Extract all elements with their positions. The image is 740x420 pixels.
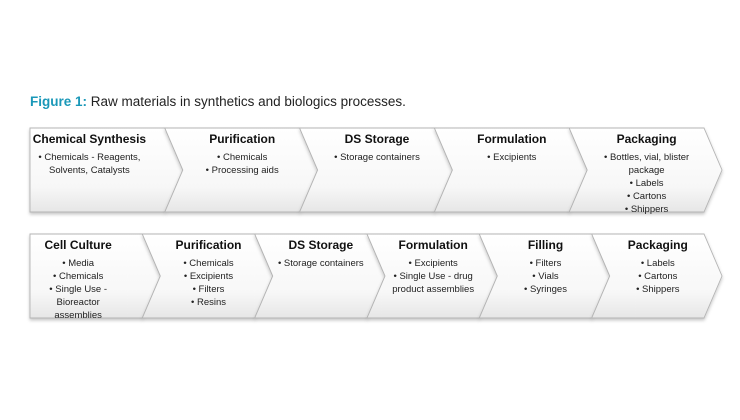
- process-stage: PurificationChemicalsExcipientsFiltersRe…: [162, 234, 254, 309]
- stage-item: Shippers: [612, 283, 704, 296]
- figure-caption-text: Raw materials in synthetics and biologic…: [90, 94, 406, 109]
- process-stage: FillingFiltersVialsSyringes: [499, 234, 591, 296]
- stage-item: Single Use - drug product assemblies: [387, 270, 479, 296]
- chevron-strip: [29, 127, 723, 213]
- process-stage: PackagingBottles, vial, blister packageL…: [589, 128, 704, 216]
- stage-item: Vials: [499, 270, 591, 283]
- figure-label: Figure 1:: [30, 94, 88, 109]
- stage-item: Resins: [162, 296, 254, 309]
- biologics-process-row: Cell CultureMediaChemicalsSingle Use - B…: [29, 233, 723, 321]
- stage-item: Chemicals: [162, 257, 254, 270]
- process-stage: PackagingLabelsCartonsShippers: [612, 234, 704, 296]
- stage-item-list: Excipients: [454, 151, 569, 164]
- process-stage: FormulationExcipients: [454, 128, 569, 164]
- stage-item: Processing aids: [185, 164, 300, 177]
- stage-item-list: Chemicals - Reagents, Solvents, Catalyst…: [32, 151, 147, 177]
- stage-item-list: LabelsCartonsShippers: [612, 257, 704, 296]
- process-stage: DS StorageStorage containers: [275, 234, 367, 270]
- stage-title: Formulation: [398, 238, 468, 252]
- stage-item-list: Storage containers: [275, 257, 367, 270]
- stage-item-list: ChemicalsExcipientsFiltersResins: [162, 257, 254, 309]
- stage-title: Packaging: [616, 132, 677, 146]
- process-stage: DS StorageStorage containers: [320, 128, 435, 164]
- stage-item-list: ChemicalsProcessing aids: [185, 151, 300, 177]
- stage-item: Cartons: [589, 190, 704, 203]
- stage-title: Cell Culture: [44, 238, 112, 252]
- process-stage: PurificationChemicalsProcessing aids: [185, 128, 300, 177]
- stage-title: Chemical Synthesis: [32, 132, 147, 146]
- stage-item: Media: [32, 257, 124, 270]
- stage-item: Shippers: [589, 203, 704, 216]
- stage-title: Formulation: [477, 132, 547, 146]
- stage-item: Chemicals: [32, 270, 124, 283]
- stage-item: Filters: [162, 283, 254, 296]
- stage-item: Filters: [499, 257, 591, 270]
- figure-caption: Figure 1: Raw materials in synthetics an…: [30, 94, 406, 109]
- stage-item: Excipients: [454, 151, 569, 164]
- stage-title: DS Storage: [344, 132, 410, 146]
- stage-title: Purification: [175, 238, 242, 252]
- stage-item-list: Storage containers: [320, 151, 435, 164]
- stage-title: DS Storage: [288, 238, 354, 252]
- process-stage: FormulationExcipientsSingle Use - drug p…: [387, 234, 479, 296]
- stage-item-list: MediaChemicalsSingle Use - Bioreactor as…: [32, 257, 124, 322]
- stage-title: Filling: [527, 238, 564, 252]
- stage-item: Excipients: [387, 257, 479, 270]
- stage-item: Storage containers: [320, 151, 435, 164]
- process-stage: Cell CultureMediaChemicalsSingle Use - B…: [32, 234, 124, 322]
- stage-item-list: FiltersVialsSyringes: [499, 257, 591, 296]
- stage-item: Labels: [589, 177, 704, 190]
- stage-item: Excipients: [162, 270, 254, 283]
- stage-title: Packaging: [627, 238, 688, 252]
- process-stage: Chemical SynthesisChemicals - Reagents, …: [32, 128, 147, 177]
- stage-item-list: Bottles, vial, blister packageLabelsCart…: [589, 151, 704, 216]
- synthetics-process-row: Chemical SynthesisChemicals - Reagents, …: [29, 127, 723, 215]
- stage-item: Bottles, vial, blister package: [589, 151, 704, 177]
- stage-item: Storage containers: [275, 257, 367, 270]
- stage-item: Chemicals - Reagents, Solvents, Catalyst…: [32, 151, 147, 177]
- stage-item: Single Use - Bioreactor assemblies: [32, 283, 124, 322]
- stage-item: Syringes: [499, 283, 591, 296]
- stage-item: Labels: [612, 257, 704, 270]
- stage-title: Purification: [209, 132, 276, 146]
- stage-item: Chemicals: [185, 151, 300, 164]
- stage-item-list: ExcipientsSingle Use - drug product asse…: [387, 257, 479, 296]
- stage-item: Cartons: [612, 270, 704, 283]
